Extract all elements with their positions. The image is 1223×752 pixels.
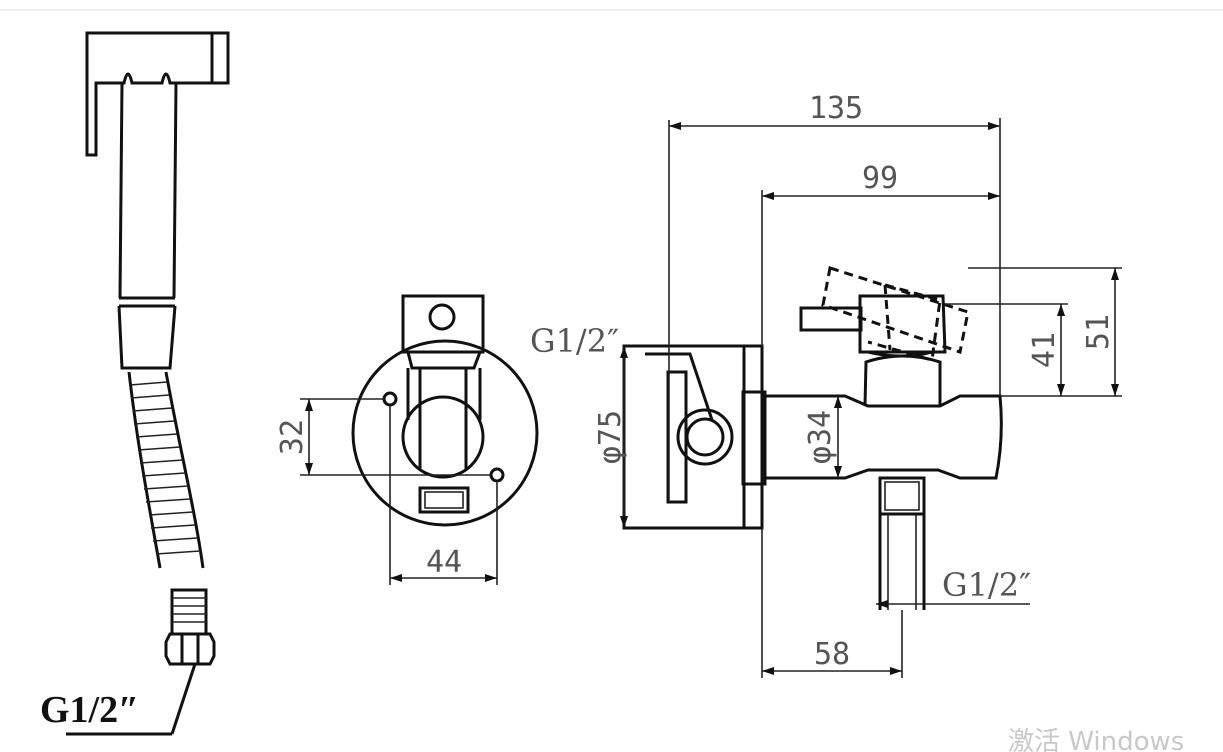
thread-label-left-body: G1/2″ (530, 322, 619, 360)
thread-label-bottom-outlet: G1/2″ (942, 566, 1031, 604)
front-view: 32 44 (275, 294, 539, 585)
dimension-99: 99 (862, 161, 898, 196)
dimension-32: 32 (275, 419, 310, 455)
dimension-135: 135 (809, 91, 863, 126)
thread-label-hand-shower: G1/2″ (40, 689, 139, 731)
dimension-phi75: φ75 (593, 410, 628, 464)
windows-watermark: 激活 Windows (1008, 727, 1184, 752)
dimension-41: 41 (1027, 332, 1062, 368)
side-view: G1/2″ 135 99 58 φ75 φ34 (530, 91, 1122, 678)
dimension-phi34: φ34 (803, 410, 838, 464)
hand-shower-view: G1/2″ (40, 31, 230, 736)
dimension-51: 51 (1081, 314, 1116, 350)
dimension-44: 44 (426, 545, 462, 580)
dimension-58: 58 (814, 637, 850, 672)
